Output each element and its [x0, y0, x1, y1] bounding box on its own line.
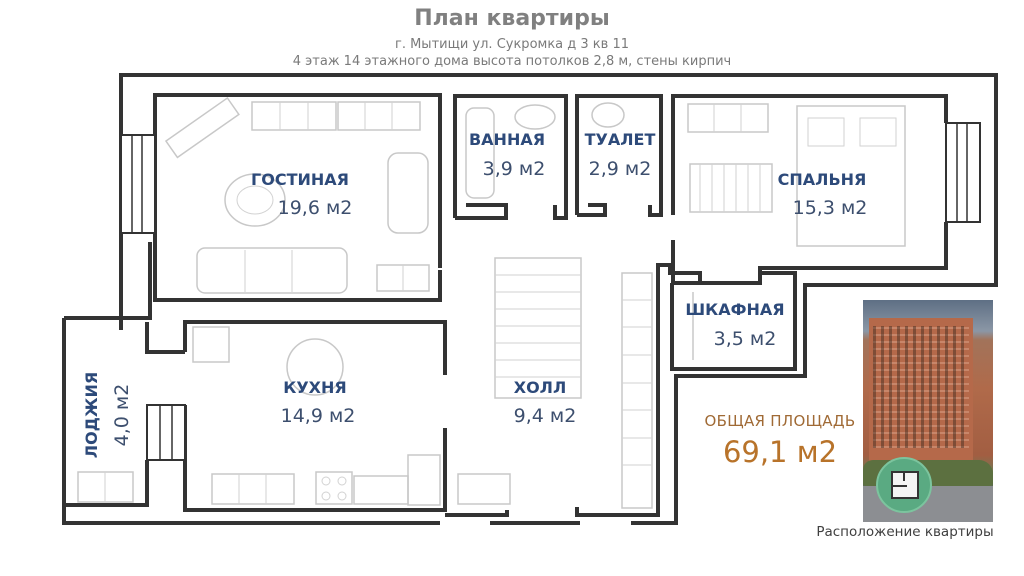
rug — [224, 173, 286, 227]
bathroom-name: ВАННАЯ — [469, 130, 545, 149]
hall-rug — [494, 257, 582, 399]
page-title: План квартиры — [414, 6, 610, 31]
kitchen-area: 14,9 м2 — [281, 405, 356, 427]
toilet-name: ТУАЛЕТ — [585, 130, 656, 149]
stove — [315, 471, 353, 505]
rug — [689, 163, 773, 213]
shoe-cabinet — [457, 473, 511, 505]
bedroom-name: СПАЛЬНЯ — [778, 170, 867, 189]
address: г. Мытищи ул. Сукромка д 3 кв 11 — [395, 37, 629, 52]
window-right — [945, 122, 981, 223]
living-room — [120, 93, 442, 302]
hall — [457, 257, 660, 517]
fridge — [192, 326, 230, 363]
floorplan-icon — [891, 471, 919, 499]
closet-area: 3,5 м2 — [714, 328, 777, 350]
toilet-area: 2,9 м2 — [589, 158, 652, 180]
loggia-area: 4,0 м2 — [111, 384, 133, 447]
closet-room — [656, 263, 797, 400]
cabinet — [251, 101, 337, 131]
wardrobe — [687, 103, 769, 133]
kitchen-name: КУХНЯ — [283, 378, 346, 397]
living-room-name: ГОСТИНАЯ — [251, 170, 349, 189]
bedroom — [671, 94, 981, 285]
kitchen — [145, 270, 509, 517]
loggia-name: ЛОДЖИЯ — [82, 372, 101, 458]
loggia — [64, 460, 149, 507]
dining-table — [286, 338, 344, 396]
kitchen-window — [146, 404, 186, 461]
living-room-area: 19,6 м2 — [278, 197, 353, 219]
building — [869, 318, 973, 468]
toilet-bowl — [591, 102, 625, 128]
hall-area: 9,4 м2 — [514, 405, 577, 427]
total-area-value: 69,1 м2 — [722, 435, 838, 469]
tv-stand — [164, 96, 240, 159]
sofa — [196, 247, 348, 294]
building-details: 4 этаж 14 этажного дома высота потолков … — [292, 54, 732, 69]
total-area-label: ОБЩАЯ ПЛОЩАДЬ — [704, 412, 856, 430]
location-caption: Расположение квартиры — [816, 524, 994, 540]
bathtub — [465, 107, 495, 199]
kitchen-counter — [211, 473, 295, 505]
hall-wardrobe — [621, 272, 653, 509]
kitchen-counter — [353, 475, 409, 505]
sink — [514, 104, 556, 130]
kitchen-sink — [407, 454, 441, 506]
hall-name: ХОЛЛ — [514, 378, 567, 397]
window-left — [120, 134, 156, 234]
bedroom-area: 15,3 м2 — [793, 197, 868, 219]
apartment-location-badge — [876, 457, 932, 513]
cabinet — [337, 101, 421, 131]
armchair — [387, 152, 429, 234]
toilet — [575, 94, 663, 217]
bed — [796, 105, 906, 247]
bathroom — [453, 94, 568, 220]
bathroom-area: 3,9 м2 — [483, 158, 546, 180]
closet-name: ШКАФНАЯ — [685, 300, 784, 319]
